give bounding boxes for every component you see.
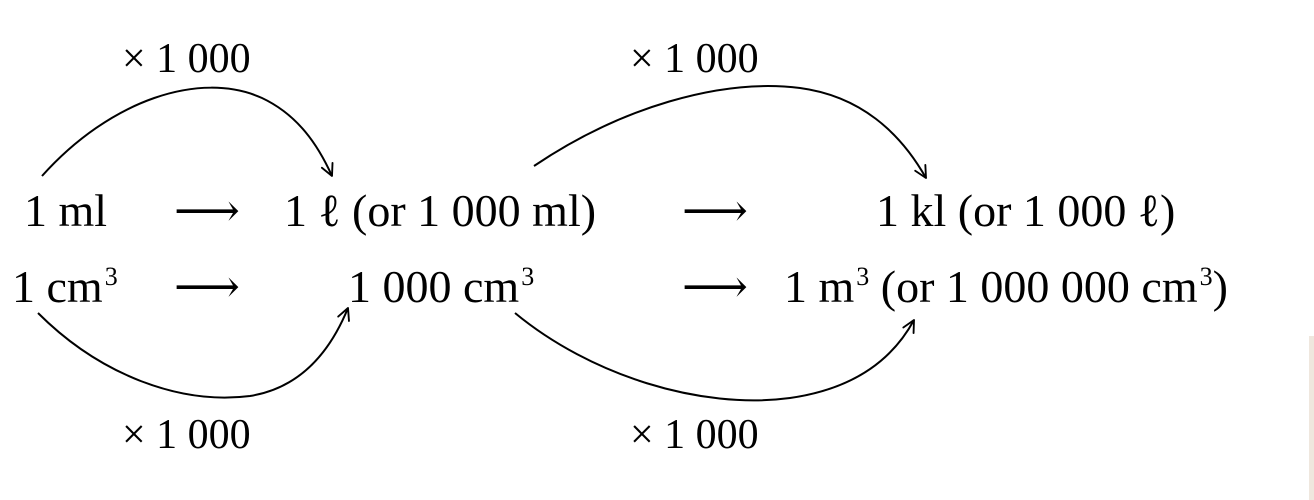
exponent-3: 3 bbox=[856, 262, 870, 291]
unit-kilolitre: 1 kl (or 1 000 ℓ) bbox=[876, 185, 1176, 236]
factor-label-bottom-left: × 1 000 bbox=[122, 412, 251, 458]
curved-arrow-top-left bbox=[41, 86, 334, 177]
curved-arrow-bottom-right bbox=[514, 312, 915, 402]
exponent-3: 3 bbox=[521, 262, 535, 291]
unit-ml: 1 ml bbox=[24, 185, 108, 236]
unit-litre: 1 ℓ (or 1 000 ml) bbox=[284, 185, 597, 236]
arrow-top-1: ⟶ bbox=[174, 185, 240, 236]
unit-cubic-centimetre: 1 cm3 bbox=[12, 264, 118, 310]
arrow-bottom-1: ⟶ bbox=[174, 261, 240, 312]
factor-label-top-left: × 1 000 bbox=[122, 36, 251, 82]
edge-strip bbox=[1309, 336, 1314, 500]
unit-thousand-cubic-centimetres: 1 000 cm3 bbox=[348, 264, 534, 310]
factor-label-top-right: × 1 000 bbox=[630, 36, 759, 82]
arrow-bottom-2: ⟶ bbox=[682, 261, 748, 312]
unit-thousand-cubic-centimetres-base: 1 000 cm bbox=[348, 261, 520, 312]
factor-label-bottom-right: × 1 000 bbox=[630, 412, 759, 458]
unit-cubic-metre: 1 m3 (or 1 000 000 cm3) bbox=[784, 264, 1228, 310]
exponent-3: 3 bbox=[104, 262, 118, 291]
unit-cubic-metre-equivalent: (or 1 000 000 cm bbox=[869, 261, 1198, 312]
arrow-top-2: ⟶ bbox=[682, 185, 748, 236]
curved-arrow-top-right bbox=[533, 85, 927, 179]
curved-arrow-bottom-left bbox=[37, 307, 350, 399]
exponent-3: 3 bbox=[1199, 262, 1213, 291]
unit-cubic-metre-base: 1 m bbox=[784, 261, 855, 312]
closing-parenthesis: ) bbox=[1212, 261, 1228, 312]
unit-cubic-centimetre-base: 1 cm bbox=[12, 261, 103, 312]
